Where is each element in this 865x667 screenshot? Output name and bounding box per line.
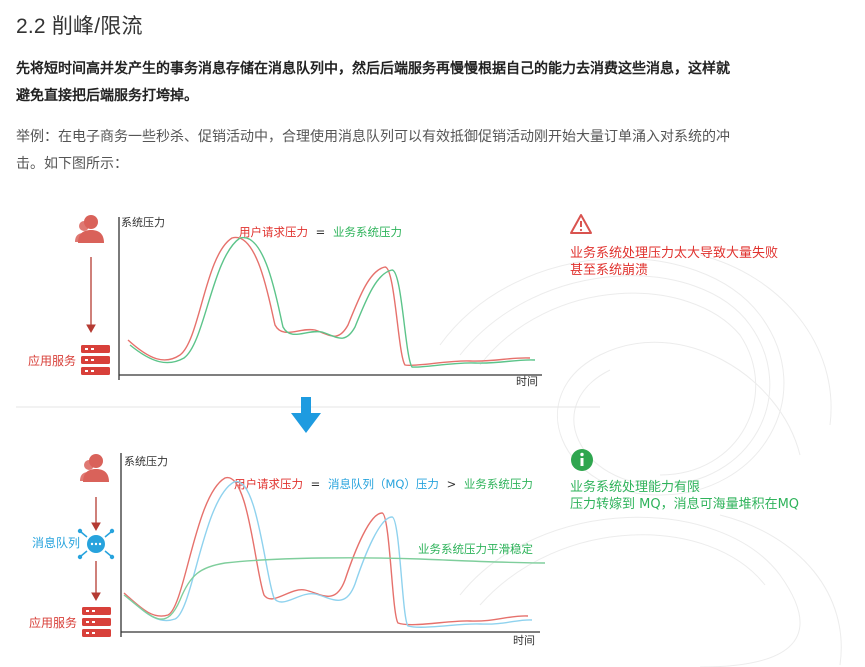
bottom-legend-business: 业务系统压力 [464,477,533,491]
top-diagram: 应用服务 系统压力 时间 用户请求压力 = 业务系统压力 [28,214,778,388]
bottom-legend-mq: 消息队列（MQ）压力 [328,477,439,491]
bottom-legend-gt: > [447,477,457,491]
background-swirl-decoration [439,254,842,667]
server-icon [81,345,110,375]
bottom-y-axis-label: 系统压力 [124,455,168,468]
user-icon [75,215,104,243]
bottom-mq-pressure-curve [127,481,533,628]
example-paragraph: 举例：在电子商务一些秒杀、促销活动中，合理使用消息队列可以有效抵御促销活动刚开始… [16,124,856,178]
server-icon-bottom [82,607,111,637]
section-heading: 2.2 削峰/限流 [16,15,143,38]
info-line1: 业务系统处理能力有限 [570,479,700,495]
bottom-service-label: 应用服务 [29,615,77,630]
bottom-legend-user: 用户请求压力 [234,477,303,491]
bottom-diagram: 消息队列 应用服务 系统压力 时间 用 [29,449,799,647]
arrow-down-icon-1 [91,497,101,532]
top-axes [118,217,542,380]
top-warning-line2: 甚至系统崩溃 [570,263,648,278]
top-business-pressure-curve [129,237,536,368]
peak-shaving-figure: 应用服务 系统压力 时间 用户请求压力 = 业务系统压力 [0,195,865,667]
message-queue-icon [77,528,115,560]
example-line2: 击。如下图所示： [16,156,128,172]
bold-paragraph: 先将短时间高并发产生的事务消息存储在消息队列中，然后后端服务再慢慢根据自己的能力… [16,56,856,110]
bottom-x-axis-label: 时间 [513,634,535,647]
bottom-business-pressure-curve [123,557,546,620]
top-legend-user: 用户请求压力 [239,225,308,239]
top-legend: 用户请求压力 = 业务系统压力 [239,225,402,239]
bottom-legend-eq: = [311,477,321,491]
info-line2: 压力转嫁到 MQ，消息可海量堆积在MQ [570,496,799,512]
top-service-label: 应用服务 [28,353,76,368]
top-legend-business: 业务系统压力 [333,225,402,239]
user-icon-bottom [80,454,109,482]
smooth-label: 业务系统压力平滑稳定 [418,542,533,556]
arrow-down-icon-2 [91,561,101,602]
queue-label: 消息队列 [32,535,80,550]
top-x-axis-label: 时间 [516,375,538,388]
example-line1: 举例：在电子商务一些秒杀、促销活动中，合理使用消息队列可以有效抵御促销活动刚开始… [16,129,730,145]
big-down-arrow-icon [291,397,321,433]
top-legend-eq: = [316,225,326,239]
arrow-down-icon [86,257,96,334]
warning-icon [570,214,592,234]
top-user-request-curve [127,236,531,367]
bold-paragraph-line1: 先将短时间高并发产生的事务消息存储在消息队列中，然后后端服务再慢慢根据自己的能力… [16,61,730,77]
figure-svg: 应用服务 系统压力 时间 用户请求压力 = 业务系统压力 [16,214,842,667]
bottom-axes [120,453,540,637]
bottom-legend: 用户请求压力 = 消息队列（MQ）压力 > 业务系统压力 [234,477,533,491]
top-y-axis-label: 系统压力 [121,216,165,229]
top-warning-line1: 业务系统处理压力太大导致大量失败 [570,245,778,261]
info-icon [571,449,593,471]
bold-paragraph-line2: 避免直接把后端服务打垮掉。 [16,88,198,104]
